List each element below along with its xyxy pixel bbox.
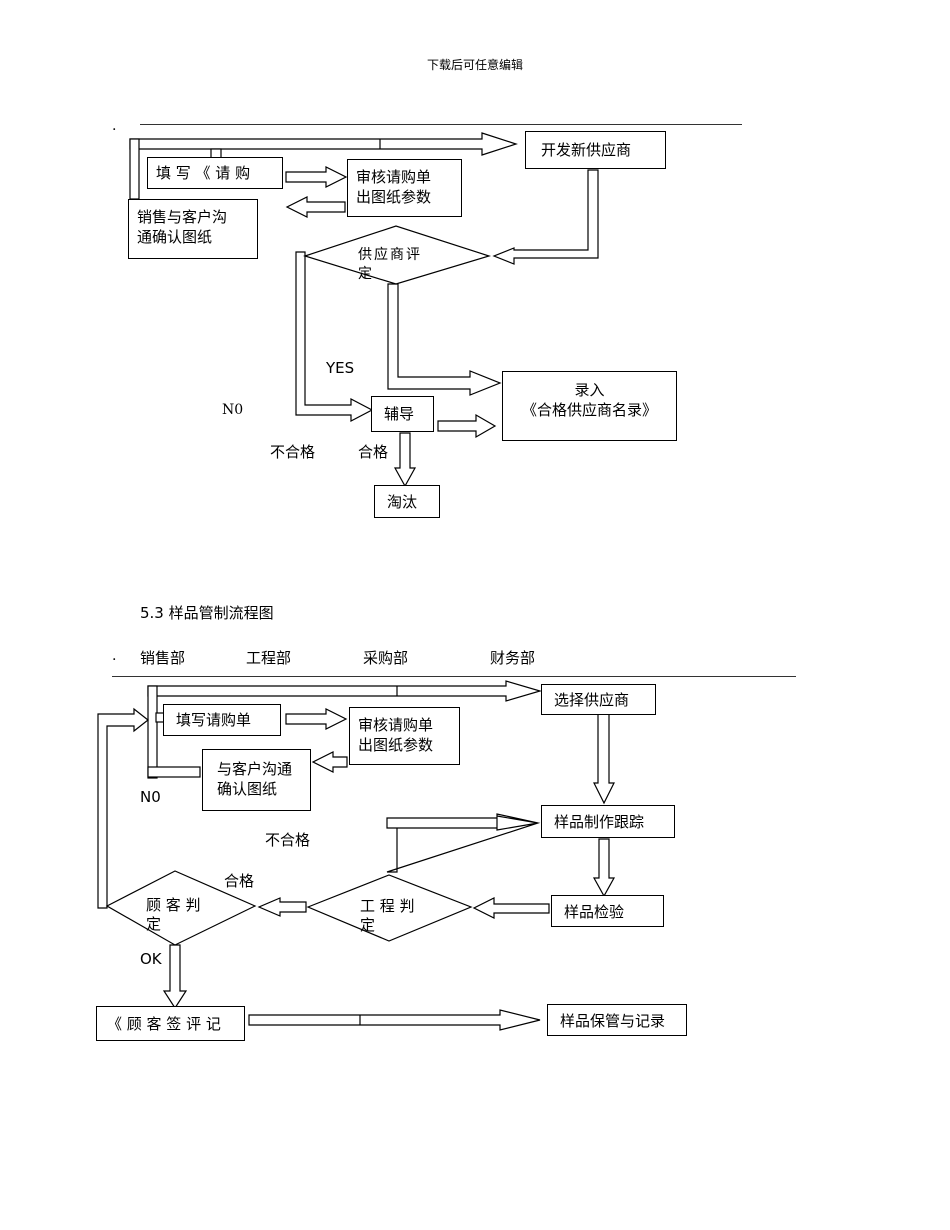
fill-requisition-box: 填 写 《 请 购 bbox=[147, 157, 283, 189]
sample-inspection-text: 样品检验 bbox=[564, 903, 625, 921]
qualified-label: 合格 bbox=[358, 443, 389, 461]
arrow2-fill-to-review bbox=[285, 708, 348, 730]
customer-judge-line1: 顾 客 判 bbox=[146, 896, 201, 914]
sales-customer-box: 销售与客户沟 通确认图纸 bbox=[128, 199, 258, 259]
arrow-select-to-tracking bbox=[593, 713, 615, 805]
qualified-label-2: 合格 bbox=[224, 872, 255, 890]
review-line2: 出图纸参数 bbox=[356, 188, 432, 206]
select-supplier-box: 选择供应商 bbox=[541, 684, 656, 715]
bullet-dot: . bbox=[112, 118, 117, 134]
customer-confirm-box: 与客户沟通 确认图纸 bbox=[202, 749, 311, 811]
fill-requisition-box-2: 填写请购单 bbox=[163, 704, 281, 736]
unqualified-label: 不合格 bbox=[270, 443, 316, 461]
arrow-tracking-to-inspection bbox=[592, 838, 616, 898]
arrow-develop-to-evaluate bbox=[492, 169, 599, 265]
storage-record-box: 样品保管与记录 bbox=[547, 1004, 687, 1036]
engineering-judge-diamond bbox=[306, 874, 473, 942]
engineering-judge-label: 工 程 判 定 bbox=[360, 897, 415, 935]
arrow-review-to-sales bbox=[285, 196, 346, 218]
review-requisition-box-2: 审核请购单 出图纸参数 bbox=[349, 707, 460, 765]
arrow-fill-to-review bbox=[285, 166, 348, 188]
storage-record-text: 样品保管与记录 bbox=[560, 1012, 666, 1030]
engineering-judge-line1: 工 程 判 bbox=[360, 897, 415, 915]
sales-line1: 销售与客户沟 bbox=[137, 208, 228, 226]
coach-text: 辅导 bbox=[384, 405, 415, 423]
ok-label: OK bbox=[140, 950, 162, 968]
eliminate-text: 淘汰 bbox=[387, 493, 418, 511]
review-requisition-box: 审核请购单 出图纸参数 bbox=[347, 159, 462, 217]
evaluate-diamond bbox=[303, 225, 492, 285]
yes-label: YES bbox=[326, 359, 355, 377]
coach-box: 辅导 bbox=[371, 396, 434, 432]
sample-tracking-text: 样品制作跟踪 bbox=[554, 813, 645, 831]
dept-finance: 财务部 bbox=[490, 649, 536, 667]
arrow2-review-to-customer bbox=[311, 751, 348, 773]
arrow-loop-to-fill bbox=[97, 707, 149, 909]
engineering-judge-line2: 定 bbox=[360, 916, 376, 934]
develop-supplier-text: 开发新供应商 bbox=[541, 141, 632, 159]
arrow-to-develop-supplier bbox=[129, 132, 518, 156]
review2-line2: 出图纸参数 bbox=[358, 736, 434, 754]
fill-requisition-text: 填 写 《 请 购 bbox=[156, 164, 251, 182]
connector-left-vertical bbox=[129, 138, 140, 200]
unqualified-label-2: 不合格 bbox=[265, 831, 311, 849]
arrow-sign-to-storage bbox=[248, 1009, 541, 1031]
bullet-dot-2: . bbox=[112, 648, 117, 664]
sample-inspection-box: 样品检验 bbox=[551, 895, 664, 927]
evaluate-line2: 定 bbox=[358, 266, 372, 282]
header-note: 下载后可任意编辑 bbox=[426, 58, 523, 72]
customer-sign-box: 《 顾 客 签 评 记 bbox=[96, 1006, 245, 1041]
customer-judge-diamond bbox=[105, 870, 257, 946]
review-line1: 审核请购单 bbox=[356, 168, 432, 186]
sales-line2: 通确认图纸 bbox=[137, 228, 213, 246]
arrow-evaluate-to-coach bbox=[295, 251, 374, 422]
arrow-inspection-to-engineering bbox=[472, 897, 550, 919]
connector-left-vertical-2 bbox=[147, 685, 158, 779]
review2-line1: 审核请购单 bbox=[358, 716, 434, 734]
arrow-coach-to-record bbox=[437, 413, 497, 439]
separator-line bbox=[140, 124, 742, 125]
select-supplier-text: 选择供应商 bbox=[554, 691, 630, 709]
dept-sales: 销售部 bbox=[140, 649, 186, 667]
no-label-2: N0 bbox=[140, 788, 161, 806]
evaluate-label: 供应商评 定 bbox=[358, 246, 422, 284]
section-title: 5.3 样品管制流程图 bbox=[140, 604, 274, 622]
arrow-evaluate-to-record bbox=[387, 283, 502, 396]
evaluate-line1: 供应商评 bbox=[358, 247, 422, 263]
dept-engineering: 工程部 bbox=[246, 649, 292, 667]
dept-purchasing: 采购部 bbox=[363, 649, 409, 667]
arrow-engineering-to-customer bbox=[257, 897, 307, 917]
sample-tracking-box: 样品制作跟踪 bbox=[541, 805, 675, 838]
eliminate-box: 淘汰 bbox=[374, 485, 440, 518]
customer-line1: 与客户沟通 bbox=[217, 760, 293, 778]
no-label: N0 bbox=[222, 402, 244, 418]
arrow-to-select-supplier bbox=[147, 680, 543, 702]
arrow-customer-to-sign bbox=[162, 944, 188, 1010]
arrow-coach-to-eliminate bbox=[393, 432, 417, 488]
connector-to-customer bbox=[147, 766, 201, 778]
develop-supplier-box: 开发新供应商 bbox=[525, 131, 666, 169]
record-qualified-box: 录入 《合格供应商名录》 bbox=[502, 371, 677, 441]
arrow-engineering-to-tracking bbox=[386, 813, 541, 873]
customer-judge-line2: 定 bbox=[146, 915, 162, 933]
separator-line-2 bbox=[112, 676, 796, 677]
record-line2: 《合格供应商名录》 bbox=[521, 401, 657, 419]
customer-judge-label: 顾 客 判 定 bbox=[146, 896, 201, 934]
customer-line2: 确认图纸 bbox=[217, 780, 278, 798]
record-line1: 录入 bbox=[574, 381, 605, 399]
fill-requisition-text-2: 填写请购单 bbox=[176, 711, 252, 729]
customer-sign-text: 《 顾 客 签 评 记 bbox=[107, 1015, 221, 1033]
